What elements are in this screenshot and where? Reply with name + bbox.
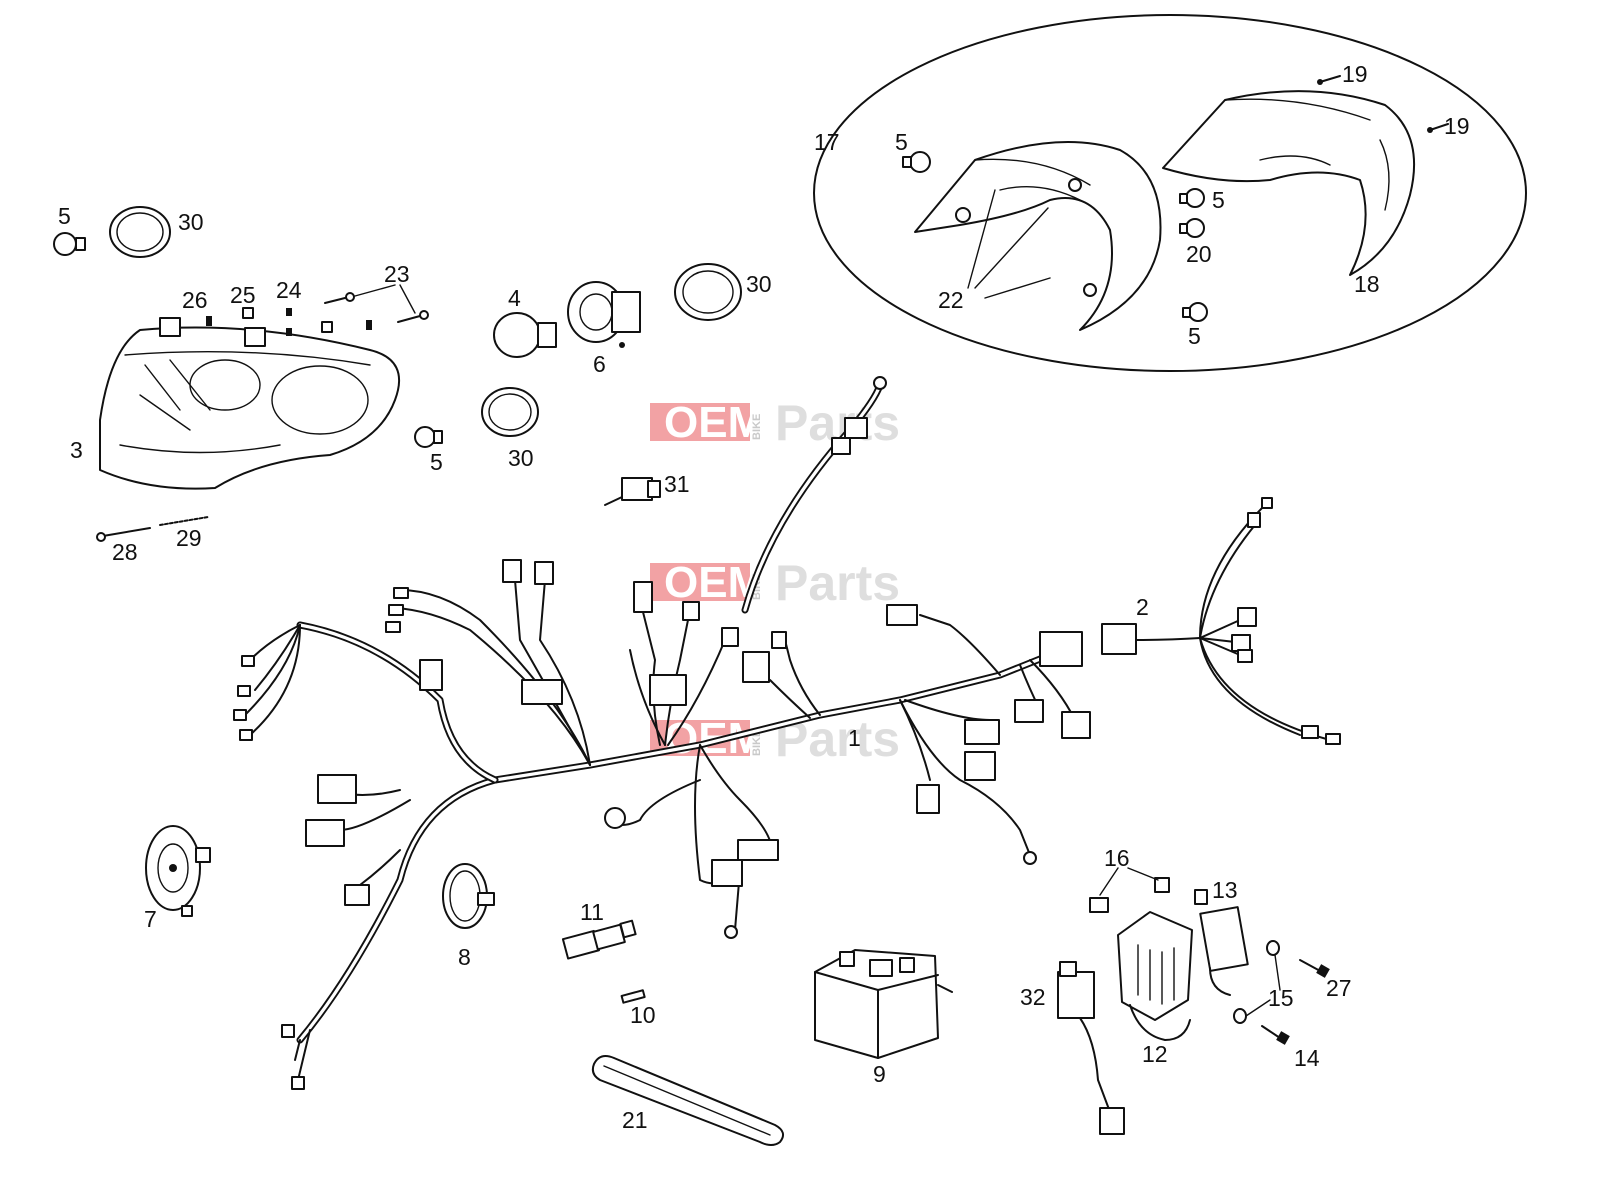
callout-21: 21 bbox=[622, 1107, 648, 1133]
callout-5: 5 bbox=[1188, 323, 1201, 349]
callout-6: 6 bbox=[593, 351, 606, 377]
secondary-wiring-harness bbox=[1101, 497, 1341, 745]
callout-15: 15 bbox=[1268, 985, 1294, 1011]
svg-text:BIKE: BIKE bbox=[751, 730, 763, 756]
ring-icon bbox=[481, 387, 539, 437]
callout-5: 5 bbox=[895, 129, 908, 155]
screw-icon bbox=[1261, 1025, 1290, 1045]
bulb-icon bbox=[902, 151, 931, 173]
callout-2: 2 bbox=[1136, 594, 1149, 620]
bulb-icon bbox=[414, 426, 443, 448]
main-bulb-icon bbox=[493, 312, 557, 358]
callout-7: 7 bbox=[144, 906, 157, 932]
bulb-socket-icon bbox=[567, 281, 641, 348]
ring-icon bbox=[109, 206, 171, 258]
fuse-holder-icon bbox=[561, 919, 637, 960]
callout-26: 26 bbox=[182, 287, 208, 313]
callout-11: 11 bbox=[580, 899, 604, 925]
callout-24: 24 bbox=[276, 277, 302, 303]
callout-31: 31 bbox=[664, 471, 690, 497]
callout-25: 25 bbox=[230, 282, 256, 308]
sensor-switch-icon bbox=[604, 477, 661, 506]
callout-9: 9 bbox=[873, 1061, 886, 1087]
callout-27: 27 bbox=[1326, 975, 1352, 1001]
callout-5: 5 bbox=[58, 203, 71, 229]
instrument-cover-group bbox=[813, 14, 1527, 372]
callout-5: 5 bbox=[430, 449, 443, 475]
fuse-icon bbox=[620, 989, 646, 1004]
headlamp-assembly bbox=[96, 317, 400, 542]
callout-19: 19 bbox=[1342, 61, 1368, 87]
bulb-icon bbox=[1179, 188, 1205, 208]
callout-19: 19 bbox=[1444, 113, 1470, 139]
bulb-icon bbox=[53, 232, 86, 256]
bulb-icon bbox=[1182, 302, 1208, 322]
screw-icon bbox=[1299, 959, 1330, 978]
svg-text:Parts: Parts bbox=[775, 555, 900, 611]
callout-30: 30 bbox=[746, 271, 772, 297]
callout-4: 4 bbox=[508, 285, 521, 311]
callout-30: 30 bbox=[178, 209, 204, 235]
hose-clamp-icon bbox=[442, 863, 495, 929]
voltage-regulator-icon bbox=[1089, 877, 1193, 1041]
callout-14: 14 bbox=[1294, 1045, 1320, 1071]
callout-1: 1 bbox=[848, 725, 861, 751]
bulb-icon bbox=[1179, 218, 1205, 238]
callout-22: 22 bbox=[938, 287, 964, 313]
inner-cover-shell bbox=[914, 141, 1162, 331]
callout-18: 18 bbox=[1354, 271, 1380, 297]
relay-icon bbox=[1057, 961, 1125, 1135]
callout-30: 30 bbox=[508, 445, 534, 471]
callout-23: 23 bbox=[384, 261, 410, 287]
callout-13: 13 bbox=[1212, 877, 1238, 903]
svg-text:BIKE: BIKE bbox=[751, 414, 763, 440]
callout-3: 3 bbox=[70, 437, 83, 463]
harness-connectors bbox=[233, 376, 1091, 1090]
callout-5: 5 bbox=[1212, 187, 1225, 213]
callout-17: 17 bbox=[814, 129, 840, 155]
callout-10: 10 bbox=[630, 1002, 656, 1028]
watermark-top: OEM BIKE Parts bbox=[650, 395, 900, 451]
watermark-bottom: OEM BIKE Parts bbox=[650, 711, 900, 767]
washer-icon bbox=[1266, 940, 1280, 956]
starter-relay-icon bbox=[1194, 889, 1249, 996]
battery-icon bbox=[814, 949, 953, 1059]
callout-12: 12 bbox=[1142, 1041, 1168, 1067]
svg-text:OEM: OEM bbox=[664, 398, 764, 447]
outer-cover-shell bbox=[1162, 90, 1416, 276]
callout-20: 20 bbox=[1186, 241, 1212, 267]
callout-29: 29 bbox=[176, 525, 202, 551]
washer-icon bbox=[1233, 1008, 1247, 1024]
battery-strap-icon bbox=[591, 1055, 785, 1146]
horn-icon bbox=[145, 825, 211, 917]
callout-8: 8 bbox=[458, 944, 471, 970]
callout-16: 16 bbox=[1104, 845, 1130, 871]
ring-icon bbox=[674, 263, 742, 321]
callout-labels: 1 2 3 4 5 5 5 5 5 6 7 8 9 10 11 12 13 14… bbox=[58, 61, 1470, 1133]
adjuster-parts bbox=[206, 284, 429, 336]
callout-28: 28 bbox=[112, 539, 138, 565]
callout-32: 32 bbox=[1020, 984, 1046, 1010]
